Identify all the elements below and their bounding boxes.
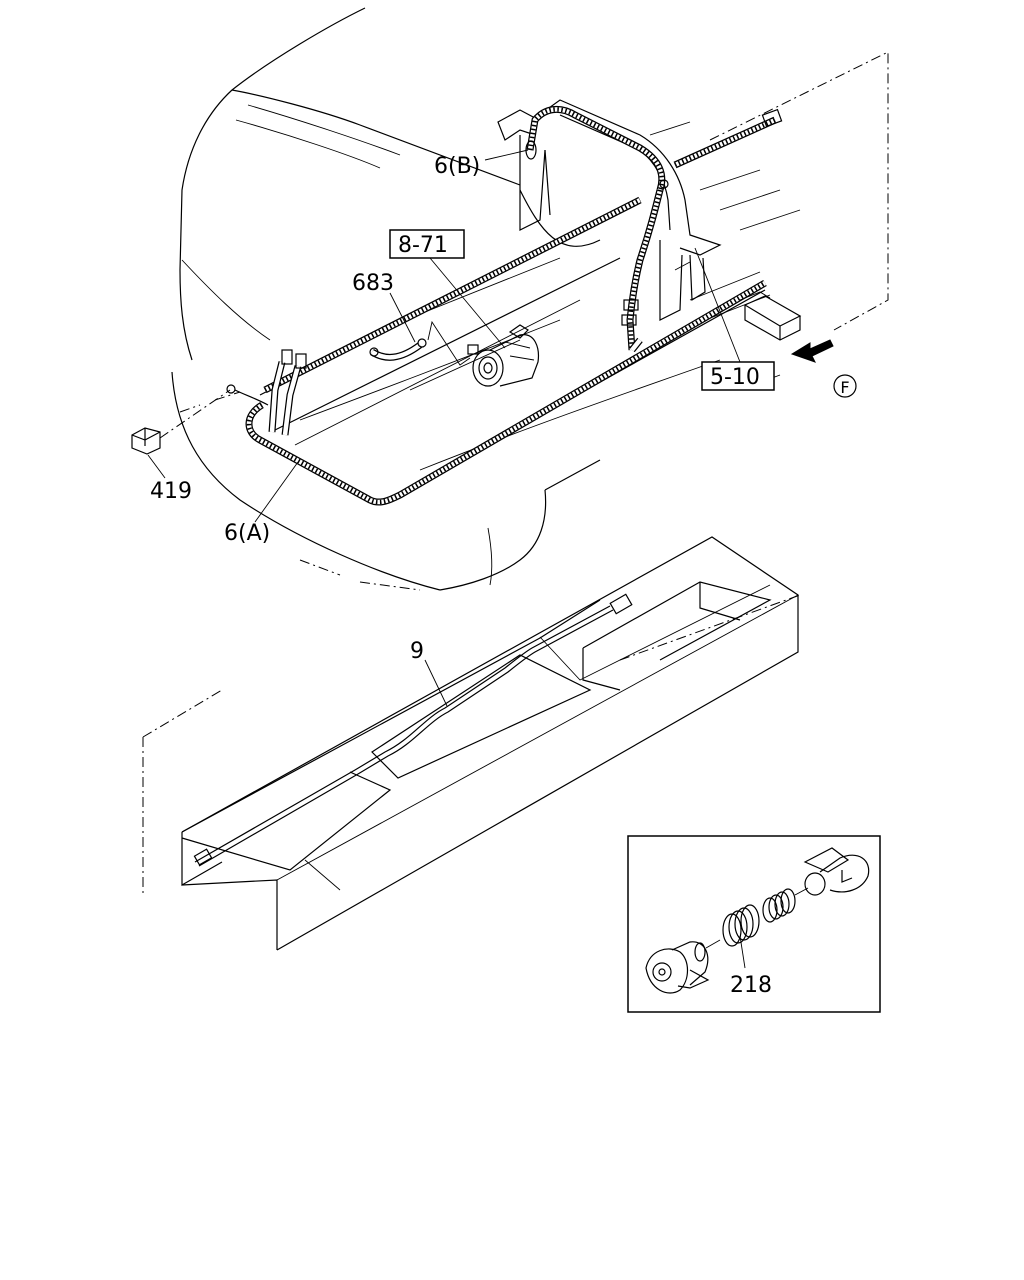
label-view-f: F [840, 378, 849, 397]
leader-lines [147, 149, 741, 707]
frame-rails [259, 189, 766, 506]
view-boundary-lines [142, 51, 889, 895]
harness-6a [226, 196, 767, 506]
part-683-harness [369, 320, 471, 366]
part-8-71-unit [467, 324, 540, 387]
lower-chassis-view [181, 536, 799, 951]
label-8-71: 8-71 [398, 233, 448, 258]
harness-6b [525, 105, 783, 351]
label-6b: 6(B) [434, 154, 480, 179]
box-8-71 [389, 229, 465, 259]
callout-labels: 6(B) 8-71 683 5-10 F 419 6(A) 9 218 [150, 154, 850, 998]
part-419-bolt [131, 389, 231, 455]
vehicle-body-outline [171, 7, 801, 591]
label-683: 683 [352, 271, 394, 296]
inset-part-218 [627, 835, 881, 1013]
part-5-10-connector [739, 291, 802, 341]
label-5-10: 5-10 [710, 365, 760, 390]
label-419: 419 [150, 479, 192, 504]
box-5-10 [701, 361, 775, 391]
part-9-harness [193, 593, 633, 867]
spring-coil-1 [722, 904, 760, 947]
label-9: 9 [410, 639, 424, 664]
spring-coil-2 [762, 888, 796, 923]
label-218: 218 [730, 973, 772, 998]
label-6a: 6(A) [224, 521, 270, 546]
view-arrow-f [790, 339, 857, 398]
